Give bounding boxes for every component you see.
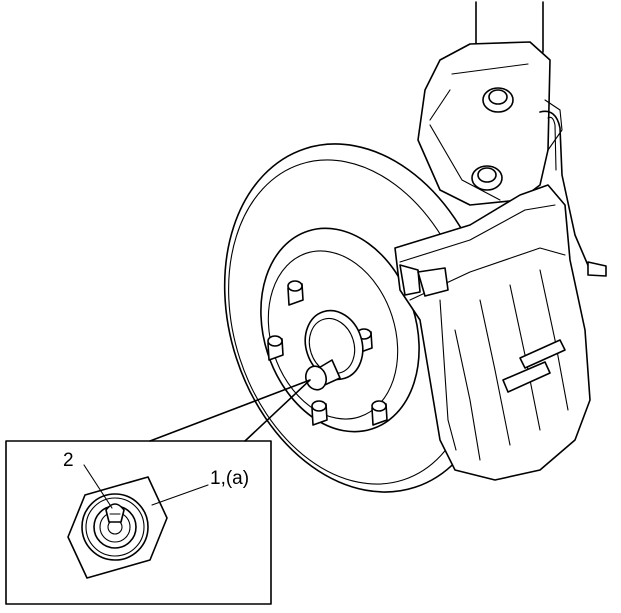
knuckle-bolt-upper [482, 87, 514, 113]
callout-label-1a: 1,(a) [210, 468, 249, 489]
cotter-pin [105, 503, 125, 523]
callout-leader-1 [151, 484, 209, 506]
brake-disc [223, 143, 497, 493]
callout-label-2: 2 [63, 450, 74, 471]
caliper-slot-upper [519, 339, 566, 369]
callout-leader-2 [83, 464, 113, 509]
wheel-stud [311, 400, 328, 426]
hub-center [304, 309, 364, 391]
detail-inset: 2 1,(a) [5, 379, 311, 605]
wheel-stud [371, 400, 388, 426]
knuckle-bolt-lower [471, 165, 503, 191]
caliper-slot-lower [502, 361, 551, 393]
wheel-stud [267, 335, 284, 361]
wheel-stud [287, 280, 304, 306]
hub-nut-detail [67, 476, 168, 579]
brake-caliper [394, 184, 591, 481]
strut-assembly [417, 1, 607, 277]
bleeder-nipple [587, 261, 607, 277]
